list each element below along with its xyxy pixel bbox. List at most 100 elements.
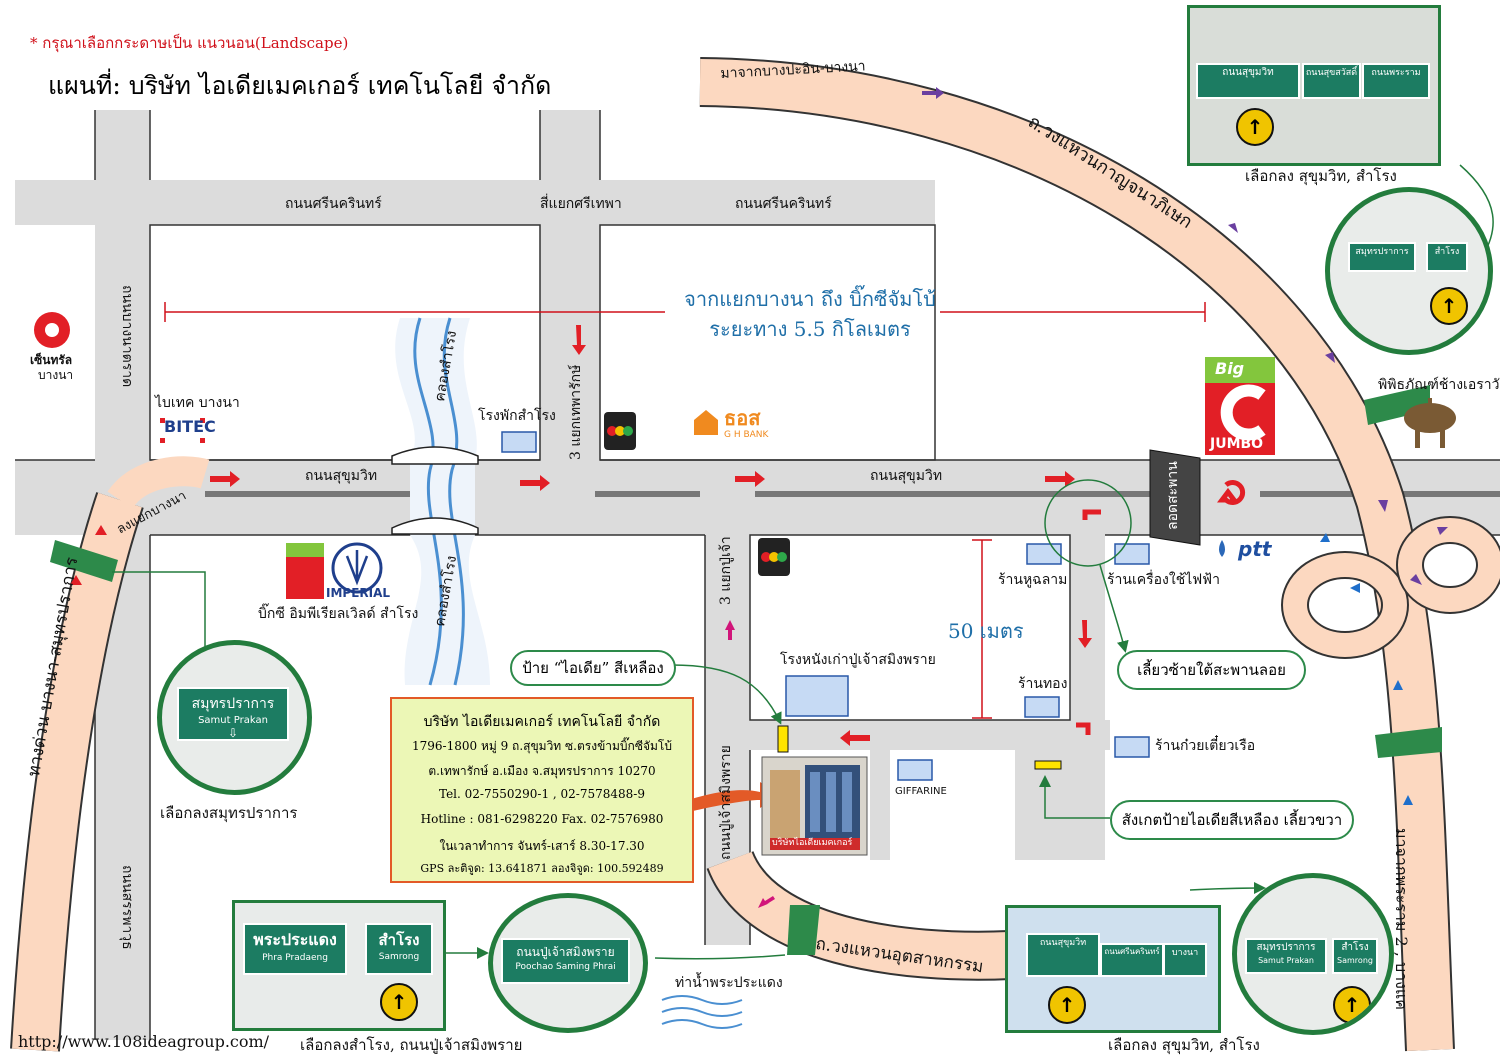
bigc-imperial-logo (286, 542, 383, 599)
up-arrow-icon-circle-top: ↑ (1430, 287, 1468, 325)
road-label-srinakarin-right: ถนนศรีนครินทร์ (735, 196, 832, 212)
down-arrow-icon: ⇩ (227, 726, 239, 740)
canal (391, 317, 743, 1029)
samut-prakan-sign-en: Samut Prakan (198, 715, 268, 726)
thepharak-road (540, 110, 600, 460)
company-address-1: 1796-1800 หมู่ 9 ถ.สุขุมวิท ซ.ตรงข้ามบิ๊… (412, 739, 672, 753)
company-name: บริษัท ไอเดียเมคเกอร์ เทคโนโลยี จำกัด (423, 714, 661, 730)
samrong-circle-top: สมุทรปราการ สำโรง ↑ (1325, 187, 1493, 355)
samut-prakan-sign: สมุทรปราการ Samut Prakan ⇩ (177, 687, 289, 741)
company-hours: ในเวลาทำการ จันทร์-เสาร์ 8.30-17.30 (439, 839, 645, 853)
samrong-police-label: โรงพักสำโรง (478, 408, 556, 424)
caption-bottom-right: เลือกลง สุขุมวิท, สำโรง (1108, 1036, 1260, 1054)
erawan-icon (1404, 398, 1456, 448)
ring-roads (10, 57, 1500, 1052)
road-label-puchao-road: ถนนปู่เจ้าสมิงพราย (718, 745, 734, 860)
yellow-sign-bubble: ป้าย “ไอเดีย” สีเหลือง (510, 650, 676, 686)
road-label-puchao-junction: 3 แยกปู่เจ้า (718, 536, 734, 605)
bottom-left-sign-photo: พระประแดง Phra Pradaeng สำโรง Samrong ↑ (232, 900, 446, 1031)
imperial-logo-text: IMPERIAL (326, 586, 391, 600)
ptt-label: ptt (1238, 537, 1272, 561)
central-logo (34, 312, 70, 348)
road-label-sukhumvit-right: ถนนสุขุมวิท (870, 468, 943, 484)
company-pointer (688, 782, 780, 812)
bigc-jumbo-label: JUMBO (1210, 436, 1264, 452)
leader-lines (112, 164, 1494, 960)
company-gps: GPS ละติจูด: 13.641871 ลองจิจูด: 100.592… (420, 862, 664, 875)
road-label-sithepha: สี่แยกศรีเทพา (540, 196, 622, 212)
turn-right-bubble: สังเกตป้ายไอเดียสีเหลือง เลี้ยวขวา (1110, 800, 1354, 840)
road-grid (15, 110, 1500, 1040)
sukhumvit-sign-top: ถนนสุขุมวิท (1196, 63, 1300, 99)
up-arrow-icon-circle-bottom: ↑ (1333, 986, 1371, 1024)
distance-line-2: ระยะทาง 5.5 กิโลเมตร (709, 317, 911, 341)
phra-pradaeng-sign: พระประแดง Phra Pradaeng (243, 923, 347, 975)
company-hotline: Hotline : 081-6298220 Fax. 02-7576980 (420, 812, 664, 826)
up-arrow-icon-bottom: ↑ (1048, 986, 1086, 1024)
under-bridge (1149, 449, 1201, 546)
pier-label: ท่าน้ำพระประแดง (675, 975, 783, 991)
caption-left: เลือกลงสมุทรปราการ (160, 804, 298, 822)
noodle-shop-label: ร้านก๋วยเตี๋ยวเรือ (1155, 738, 1256, 754)
traffic-light-thepharak (604, 412, 636, 450)
poochao-th: ถนนปู่เจ้าสมิงพราย (516, 945, 615, 959)
gold-shop-label: ร้านทอง (1018, 676, 1068, 692)
road-label-bangna-trad: ถนนบางนาตราด (119, 285, 135, 388)
sukhumvit-road (15, 460, 1500, 535)
company-info-box: บริษัท ไอเดียเมคเกอร์ เทคโนโลยี จำกัด 17… (390, 697, 694, 883)
distance-line-1: จากแยกบางนา ถึง บิ๊กซีจัมโบ้ (684, 287, 936, 311)
road-label-from-rama2: มาจากพระราม 2 , บางแค (1392, 828, 1411, 1010)
srinakarin-sign: ถนนศรีนครินทร์ (1100, 943, 1164, 977)
bitec-dots (160, 418, 205, 443)
road-label-sanphawut: ถนนสรรพาวุธ (119, 865, 135, 950)
poochao-en: Poochao Saming Phrai (515, 962, 616, 972)
road-label-sukhumvit-left: ถนนสุขุมวิท (305, 468, 378, 484)
bigc-jumbo-top: Big (1215, 359, 1245, 378)
caption-top-right: เลือกลง สุขุมวิท, สำโรง (1245, 167, 1397, 185)
gh-bank-sub: G H BANK (724, 430, 769, 440)
company-address-2: ต.เทพารักษ์ อ.เมือง จ.สมุทรปราการ 10270 (428, 764, 656, 778)
phra-pradaeng-th: พระประแดง (253, 930, 337, 949)
electric-shop-label: ร้านเครื่องใช้ไฟฟ้า (1107, 572, 1220, 588)
fifty-meters-label: 50 เมตร (948, 619, 1024, 643)
phra-pradaeng-en: Phra Pradaeng (262, 953, 328, 963)
bridge-north (391, 446, 479, 465)
up-arrow-icon: ↑ (380, 983, 418, 1021)
samrong-sign-top: สำโรง (1426, 242, 1468, 272)
soi-alley (870, 750, 890, 860)
samrong-en: Samrong (378, 952, 420, 962)
samut-prakan-circle: สมุทรปราการ Samut Prakan ⇩ (157, 640, 312, 795)
turn-left-bubble: เลี้ยวซ้ายใต้สะพานลอย (1117, 650, 1306, 690)
print-note: * กรุณาเลือกกระดาษเป็น แนวนอน(Landscape) (30, 34, 349, 52)
samut-prakan-sign-top: สมุทรปราการ (1348, 242, 1416, 272)
bottom-right-sign-photo: ถนนสุขุมวิท ถนนศรีนครินทร์ บางนา ↑ (1005, 905, 1221, 1033)
hu-chalam-label: ร้านหูฉลาม (998, 572, 1068, 588)
bangna-trad-road (95, 110, 150, 460)
poochao-sign: ถนนปู่เจ้าสมิงพราย Poochao Saming Phrai (501, 938, 630, 984)
caption-bottom-left: เลือกลงสำโรง, ถนนปู่เจ้าสมิงพราย (300, 1036, 523, 1054)
bridge-south (391, 517, 479, 535)
bitec-label: ไบเทค บางนา (155, 395, 240, 411)
up-arrow-icon-top: ↑ (1236, 108, 1274, 146)
srinakarin-road (15, 180, 935, 225)
arrows (70, 87, 1448, 908)
old-cinema-label: โรงหนังเก่าปู่เจ้าสมิงพราย (780, 652, 936, 668)
website-url[interactable]: http://www.108ideagroup.com/ (18, 1032, 270, 1051)
rama2-sign: ถนนพระราม (1362, 63, 1430, 99)
bangna-sign: บางนา (1163, 943, 1207, 977)
road-label-under-bridge: ลอดสะพาน (1165, 461, 1181, 530)
bitec-logo-text: BITEC (164, 417, 216, 436)
office-building-sign: บริษัทไอเดียเมคเกอร์ (772, 838, 853, 848)
road-label-srinakarin-left: ถนนศรีนครินทร์ (285, 196, 382, 212)
bigc-imperial-label: บิ๊กซี อิมพีเรียลเวิลด์ สำโรง (258, 606, 419, 622)
suksawat-sign: ถนนสุขสวัสดิ์ (1302, 63, 1361, 99)
gh-bank-logo (694, 410, 718, 435)
samut-prakan-sign-th: สมุทรปราการ (191, 696, 275, 712)
ptt-logo (1219, 540, 1225, 557)
distance-line (164, 302, 1206, 719)
company-tel: Tel. 02-7550290-1 , 02-7578488-9 (439, 787, 645, 801)
